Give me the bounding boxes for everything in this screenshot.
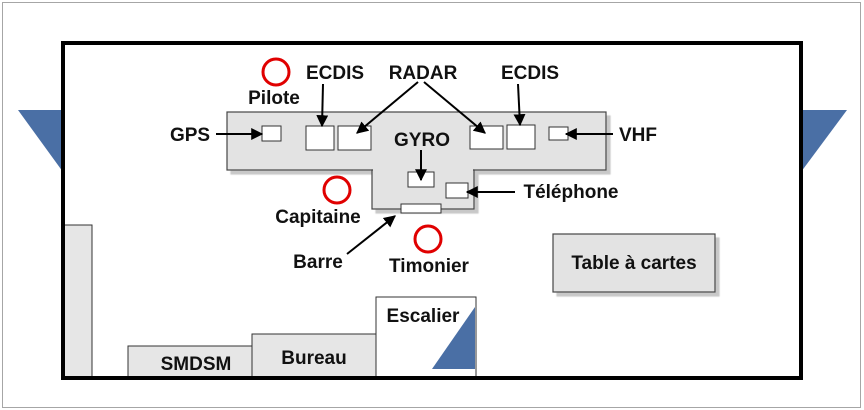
barre-label: Barre xyxy=(293,252,343,273)
pilote-label: Pilote xyxy=(248,88,300,109)
ecdis-right-arrow xyxy=(513,83,526,127)
gyro-label: GYRO xyxy=(394,130,450,151)
table-cartes-area[interactable] xyxy=(552,233,716,293)
capitaine-label: Capitaine xyxy=(275,207,361,228)
radar-left-unit[interactable] xyxy=(337,125,372,151)
escalier-label: Escalier xyxy=(387,306,460,327)
ecdis-left-unit[interactable] xyxy=(305,125,335,151)
radar-label: RADAR xyxy=(389,63,458,84)
capitaine-position-icon xyxy=(322,175,352,205)
ecdis-left-label: ECDIS xyxy=(306,63,364,84)
port-wing-triangle xyxy=(18,110,63,172)
vhf-unit[interactable] xyxy=(548,126,569,141)
table-cartes-label: Table à cartes xyxy=(571,253,696,274)
pilote-position-icon xyxy=(261,57,291,87)
timonier-label: Timonier xyxy=(389,256,469,277)
vhf-label: VHF xyxy=(619,125,657,146)
left-cabinet xyxy=(63,224,93,379)
ecdis-right-label: ECDIS xyxy=(501,63,559,84)
starboard-wing-triangle xyxy=(801,110,847,172)
gps-label: GPS xyxy=(170,125,210,146)
wheelhouse-wall xyxy=(61,41,803,380)
bureau-area[interactable] xyxy=(251,333,377,379)
smdsm-area[interactable] xyxy=(127,345,253,379)
bureau-label: Bureau xyxy=(281,348,346,369)
radar-right-unit[interactable] xyxy=(469,125,504,150)
telephone-label: Téléphone xyxy=(523,182,618,203)
escalier-stairs-icon xyxy=(432,307,475,369)
radar-left-arrow xyxy=(356,81,419,134)
radar-right-arrow xyxy=(423,81,486,134)
ecdis-left-arrow xyxy=(316,83,329,128)
timonier-position-icon xyxy=(413,224,443,254)
ecdis-right-unit[interactable] xyxy=(506,124,536,150)
gps-unit[interactable] xyxy=(261,125,282,142)
smdsm-label: SMDSM xyxy=(161,354,232,375)
telephone-unit[interactable] xyxy=(445,182,469,199)
main-console xyxy=(226,111,607,171)
barre-arrow xyxy=(346,215,396,255)
barre-unit[interactable] xyxy=(400,203,442,214)
